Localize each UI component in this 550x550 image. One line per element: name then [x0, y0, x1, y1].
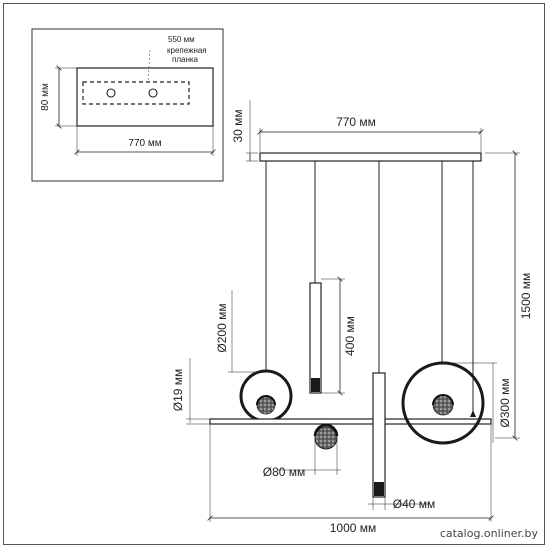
ring-small-label: Ø200 мм	[215, 303, 229, 352]
sphere-label: Ø80 мм	[263, 465, 306, 479]
canopy-top-view	[76, 67, 214, 127]
ring-large-label: Ø300 мм	[498, 378, 512, 427]
outer-frame	[3, 3, 545, 545]
inset-panel: 550 мм крепежная планка 80 мм 770 мм	[31, 28, 224, 182]
watermark: catalog.onliner.by	[439, 527, 538, 540]
tube-length-label: 400 мм	[343, 316, 357, 356]
chandelier-drawing: 770 мм 30 мм 1500 мм Ø200 мм Ø19 мм	[171, 100, 533, 535]
mounting-bracket	[82, 81, 190, 105]
canopy	[259, 152, 482, 162]
inset-bracket-label-1: крепежная	[167, 46, 207, 55]
tube-lower	[372, 372, 386, 498]
inset-bracket-label-2: планка	[172, 55, 199, 64]
inset-width-label: 770 мм	[128, 138, 161, 149]
crystal-sphere-bottom	[314, 426, 338, 450]
bar-length-label: 1000 мм	[330, 521, 377, 535]
total-height-label: 1500 мм	[519, 273, 533, 320]
ring-thickness-label: Ø19 мм	[171, 369, 185, 412]
tube-upper	[309, 282, 322, 394]
tube-upper-diffuser	[311, 378, 320, 392]
canopy-height-label: 30 мм	[231, 109, 245, 142]
bracket-hole-right	[148, 88, 158, 98]
bracket-hole-left	[106, 88, 116, 98]
canopy-width-label: 770 мм	[336, 115, 376, 129]
horizontal-bar	[209, 418, 492, 425]
tube-diameter-label: Ø40 мм	[393, 497, 436, 511]
tube-lower-diffuser	[374, 482, 384, 496]
inset-length-label: 550 мм	[168, 35, 195, 44]
inset-height-label: 80 мм	[40, 83, 51, 111]
